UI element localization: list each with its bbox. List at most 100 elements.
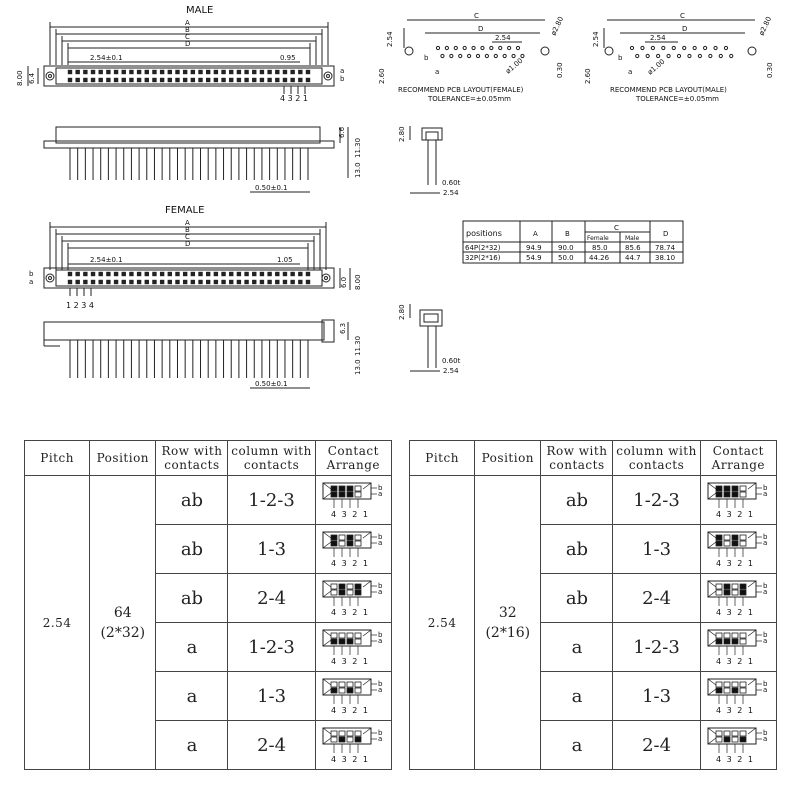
pcb-f-left-254: 2.54 (386, 31, 394, 47)
header-position: Position (474, 440, 542, 476)
female-dim-b: B (185, 226, 190, 234)
pin-mark (136, 77, 142, 83)
pin-mark (229, 271, 234, 277)
female-row-b: b (29, 270, 34, 278)
pcb-f-hole: ø2.80 (550, 15, 566, 36)
pin-mark (129, 279, 134, 285)
side-bottom-thickness: 0.60t (442, 357, 461, 365)
pin-mark (282, 279, 288, 285)
female-front-pins (69, 340, 309, 378)
contact-cell (330, 485, 338, 492)
column-contacts-cell: 2-4 (227, 573, 316, 623)
dimtable-r2-c3: 44.26 (589, 254, 610, 262)
pin-mark (305, 271, 311, 277)
contact-cell (739, 681, 747, 688)
pin-mark (236, 69, 242, 75)
contact-cell (739, 583, 747, 590)
pitch-value: 2.54 (408, 475, 476, 770)
pin-mark (136, 69, 142, 75)
contact-cell (715, 583, 723, 590)
contact-cell (354, 491, 362, 498)
position-value: 64 (2*32) (89, 475, 157, 770)
male-pitch-label: 2.54±0.1 (90, 54, 123, 62)
contact-cell (731, 730, 739, 737)
contact-cell (731, 687, 739, 694)
arrange-row-a: a (763, 686, 767, 694)
pin-mark (98, 77, 103, 83)
contact-cell (338, 589, 346, 596)
pin-mark (144, 279, 149, 285)
pin-mark (159, 69, 165, 75)
pcb-hole (458, 53, 463, 59)
contact-cell (715, 491, 723, 498)
dimtable-h-positions: positions (466, 229, 502, 238)
dimtable-r1-c3: 85.0 (592, 244, 608, 252)
pin-mark (75, 69, 80, 75)
contact-cell (330, 687, 338, 694)
pin-mark (129, 271, 134, 277)
arrange-row-a: a (378, 490, 382, 498)
pin-mark (144, 77, 149, 83)
pcb-hole (645, 53, 650, 59)
pcb-m-hole: ø2.80 (758, 15, 774, 36)
contact-cell (346, 534, 354, 541)
pin-mark (152, 77, 157, 83)
contact-cell (715, 589, 723, 596)
pin-mark (205, 271, 211, 277)
pcb-hole (687, 53, 692, 59)
pin-mark (267, 271, 272, 277)
pin-mark (275, 279, 280, 285)
dimtable-r1-c5: 78.74 (655, 244, 676, 252)
pin-mark (236, 77, 242, 83)
contact-cell (354, 730, 362, 737)
pin-mark (113, 77, 119, 83)
pcb-m-right-030: 0.30 (766, 62, 774, 78)
pin-mark (298, 271, 303, 277)
contact-cell (354, 632, 362, 639)
pcb-f-row-a: a (435, 68, 439, 76)
pin-mark (267, 69, 272, 75)
arrange-row-b: b (763, 582, 768, 590)
pcb-m-tolerance: TOLERANCE=±0.05mm (635, 95, 719, 103)
dimtable-r1-c0: 64P(2*32) (465, 244, 501, 252)
male-row-b: b (340, 75, 345, 83)
side-bottom-height: 2.80 (398, 304, 406, 320)
pcb-m-left-254: 2.54 (592, 31, 600, 47)
dimension-table: positions A B C D Female Male 64P(2*32) … (462, 220, 684, 264)
pin-mark (182, 69, 188, 75)
pcb-hole (635, 53, 640, 59)
contact-cell (731, 491, 739, 498)
arrange-row-a: a (378, 686, 382, 694)
arrange-col-numbers: 4 3 2 1 (716, 510, 755, 519)
contact-cell (731, 681, 739, 688)
contact-cell (723, 540, 731, 547)
contact-cell (739, 534, 747, 541)
arrange-row-b: b (763, 729, 768, 737)
contact-cell (346, 681, 354, 688)
pcb-hole (467, 53, 472, 59)
pin-mark (213, 279, 219, 285)
contact-cell (723, 485, 731, 492)
contact-cell (330, 583, 338, 590)
pin-mark (267, 279, 272, 285)
pcb-hole (502, 53, 507, 59)
contact-cell (346, 491, 354, 498)
pin-mark (198, 69, 203, 75)
pcb-hole (498, 45, 503, 51)
contact-cell (739, 736, 747, 743)
pcb-hole (650, 45, 655, 51)
arrange-col-numbers: 4 3 2 1 (716, 559, 755, 568)
pin-mark (83, 77, 88, 83)
contact-cell (354, 687, 362, 694)
pin-mark (75, 279, 80, 285)
contact-cell (338, 485, 346, 492)
pin-mark (198, 279, 203, 285)
dimtable-r2-c1: 54.9 (526, 254, 542, 262)
position-count: 64 (113, 604, 132, 621)
female-dim-d: D (185, 240, 190, 248)
contact-cell (346, 589, 354, 596)
